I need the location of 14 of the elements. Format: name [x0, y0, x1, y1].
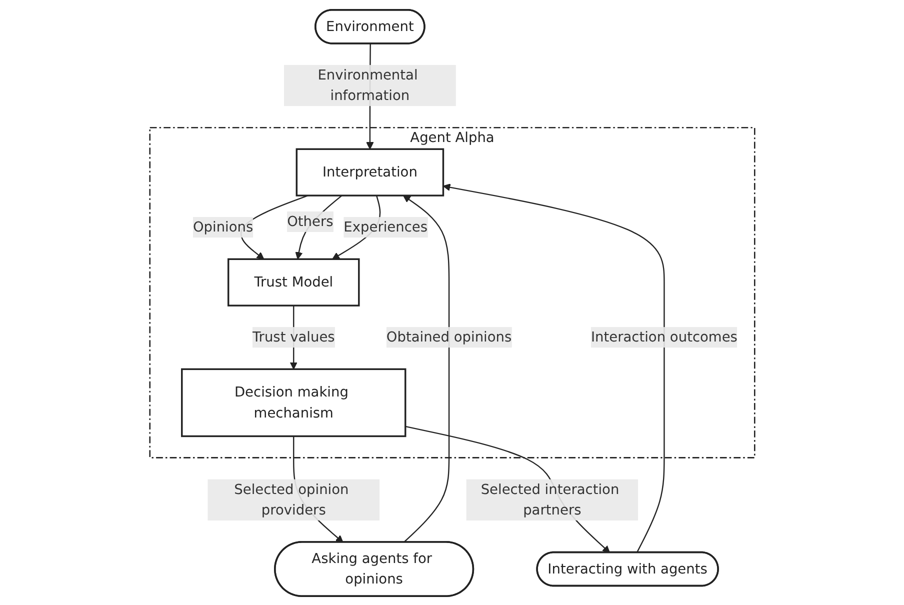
node-box: Decision making mechanism	[180, 368, 406, 437]
edge-label: Interaction outcomes	[590, 328, 738, 345]
edge-label: Experiences	[343, 218, 428, 235]
edge-label: Trust values	[252, 328, 335, 345]
edge-label: Obtained opinions	[386, 328, 512, 345]
arrow	[402, 194, 450, 542]
node-box: Interpretation	[296, 148, 444, 196]
edge-label: Opinions	[192, 218, 253, 235]
edge-label: Environmental information	[317, 66, 418, 104]
node-box: Trust Model	[227, 258, 360, 306]
edge-label: Selected interaction partners	[480, 480, 619, 518]
arrow	[442, 183, 665, 552]
edge-label: Selected opinion providers	[234, 480, 348, 518]
edge-label: Others	[286, 212, 334, 229]
